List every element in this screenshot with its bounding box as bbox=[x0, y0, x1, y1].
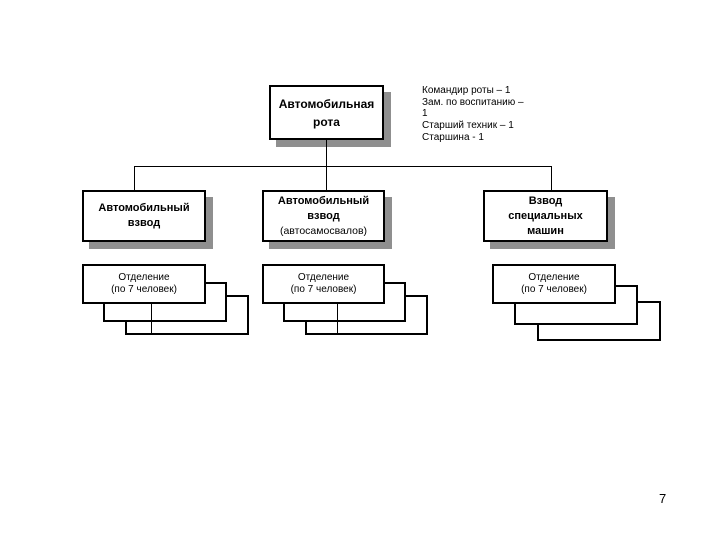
squad-stack1-line1: Отделение bbox=[118, 271, 170, 283]
squad-stack1-connector bbox=[151, 304, 152, 335]
connector-horizontal bbox=[134, 166, 552, 167]
node-dumptruck-platoon-box: Автомобильный взвод (автосамосвалов) bbox=[262, 190, 385, 242]
node-company-label-line1: Автомобильная bbox=[278, 96, 375, 111]
staff-note: Командир роты – 1 Зам. по воспитанию – 1… bbox=[422, 85, 557, 144]
node-dumptruck-platoon-line3: (автосамосвалов) bbox=[279, 225, 368, 237]
node-company-label-line2: рота bbox=[313, 114, 340, 129]
node-special-platoon-line1: Взвод bbox=[528, 194, 563, 207]
squad-stack1-front-box: Отделение (по 7 человек) bbox=[82, 264, 206, 304]
staff-note-line: 1 bbox=[422, 108, 428, 120]
staff-note-line: Старший техник – 1 bbox=[422, 120, 514, 132]
node-special-platoon-line2: специальных bbox=[508, 209, 583, 222]
squad-stack2-line2: (по 7 человек) bbox=[290, 284, 357, 295]
squad-stack2-connector bbox=[337, 304, 338, 335]
node-auto-platoon-box: Автомобильный взвод bbox=[82, 190, 206, 242]
node-dumptruck-platoon-line1: Автомобильный bbox=[277, 195, 370, 207]
page-number: 7 bbox=[659, 491, 667, 506]
staff-note-line: Командир роты – 1 bbox=[422, 85, 511, 96]
node-special-platoon-box: Взвод специальных машин bbox=[483, 190, 608, 242]
squad-stack3-line2: (по 7 человек) bbox=[521, 284, 587, 295]
squad-stack3-front-box: Отделение (по 7 человек) bbox=[492, 264, 616, 304]
node-auto-platoon-line1: Автомобильный bbox=[98, 202, 190, 214]
squad-stack2-line1: Отделение bbox=[297, 271, 350, 283]
connector-right-drop bbox=[551, 166, 552, 191]
connector-left-drop bbox=[134, 166, 135, 191]
node-company-box: Автомобильная рота bbox=[269, 85, 384, 140]
staff-note-line: Старшина - 1 bbox=[422, 131, 484, 143]
squad-stack2-front-box: Отделение (по 7 человек) bbox=[262, 264, 385, 304]
connector-root-vertical bbox=[326, 140, 327, 191]
staff-note-line: Зам. по воспитанию – bbox=[422, 96, 524, 108]
node-special-platoon-line3: машин bbox=[527, 224, 564, 237]
squad-stack1-line2: (по 7 человек) bbox=[111, 284, 177, 295]
node-auto-platoon-line2: взвод bbox=[127, 217, 161, 229]
node-dumptruck-platoon-line2: взвод bbox=[307, 210, 340, 222]
squad-stack3-line1: Отделение bbox=[528, 271, 580, 283]
